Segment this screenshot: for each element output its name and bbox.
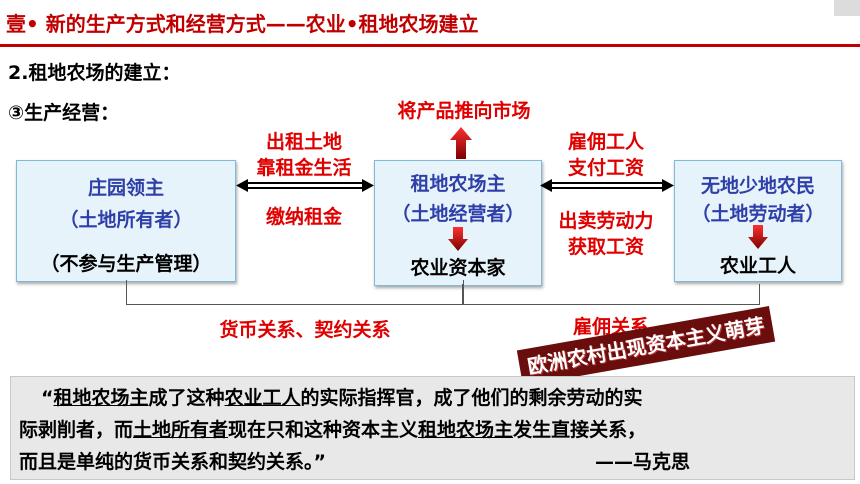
landlord-box: 庄园领主 （土地所有者） （不参与生产管理） — [16, 160, 236, 282]
quote-line-3: 而且是单纯的货币关系和契约关系。” — [19, 451, 326, 473]
money-contract-relation: 货币关系、契约关系 — [219, 319, 391, 341]
sell-labor-label: 出卖劳动力 — [558, 210, 654, 232]
lease-land-label: 出租土地 — [265, 131, 342, 153]
earn-wages-label: 获取工资 — [567, 236, 644, 258]
marx-quote: “租地农场主成了这种农业工人的实际指挥官，成了他们的剩余劳动的实 际剥削者，而土… — [10, 376, 855, 480]
farmer-owner-name: 租地农场主 — [410, 173, 506, 195]
farmer-owner-box: 租地农场主 （土地经营者） 农业资本家 — [374, 160, 542, 286]
peasant-name: 无地少地农民 — [700, 175, 815, 197]
rent-living-label: 靠租金生活 — [256, 157, 352, 179]
peasant-result: 农业工人 — [719, 255, 796, 277]
left-relation-bracket — [126, 280, 464, 305]
section-label: ③生产经营： — [8, 102, 120, 124]
quote-author: ——马克思 — [595, 451, 691, 473]
down-arrow-icon — [448, 227, 468, 251]
double-arrow-icon — [540, 179, 674, 192]
double-arrow-icon — [236, 179, 374, 192]
right-relation-bracket — [462, 284, 760, 305]
subtitle: 2.租地农场的建立： — [8, 62, 181, 84]
up-arrow-icon — [450, 127, 472, 159]
pay-wages-label: 支付工资 — [567, 157, 644, 179]
landlord-note: （不参与生产管理） — [40, 253, 212, 275]
pay-rent-label: 缴纳租金 — [265, 206, 342, 228]
peasant-role: （土地劳动者） — [691, 203, 825, 225]
down-arrow-icon — [748, 225, 768, 249]
quote-line-2: 际剥削者，而土地所有者现在只和这种资本主义租地农场主发生直接关系， — [19, 419, 647, 441]
farmer-owner-result: 农业资本家 — [410, 257, 506, 279]
farmer-owner-role: （土地经营者） — [391, 203, 525, 225]
corner-decoration — [834, 0, 860, 16]
hire-workers-label: 雇佣工人 — [567, 131, 644, 153]
market-label: 将产品推向市场 — [397, 100, 531, 122]
landlord-name: 庄园领主 — [87, 177, 164, 199]
quote-line-1: “租地农场主成了这种农业工人的实际指挥官，成了他们的剩余劳动的实 — [41, 387, 643, 409]
page-title: 壹• 新的生产方式和经营方式——农业•租地农场建立 — [6, 12, 479, 36]
landlord-role: （土地所有者） — [59, 209, 193, 231]
peasant-box: 无地少地农民 （土地劳动者） 农业工人 — [674, 160, 842, 282]
title-underline — [0, 44, 860, 47]
